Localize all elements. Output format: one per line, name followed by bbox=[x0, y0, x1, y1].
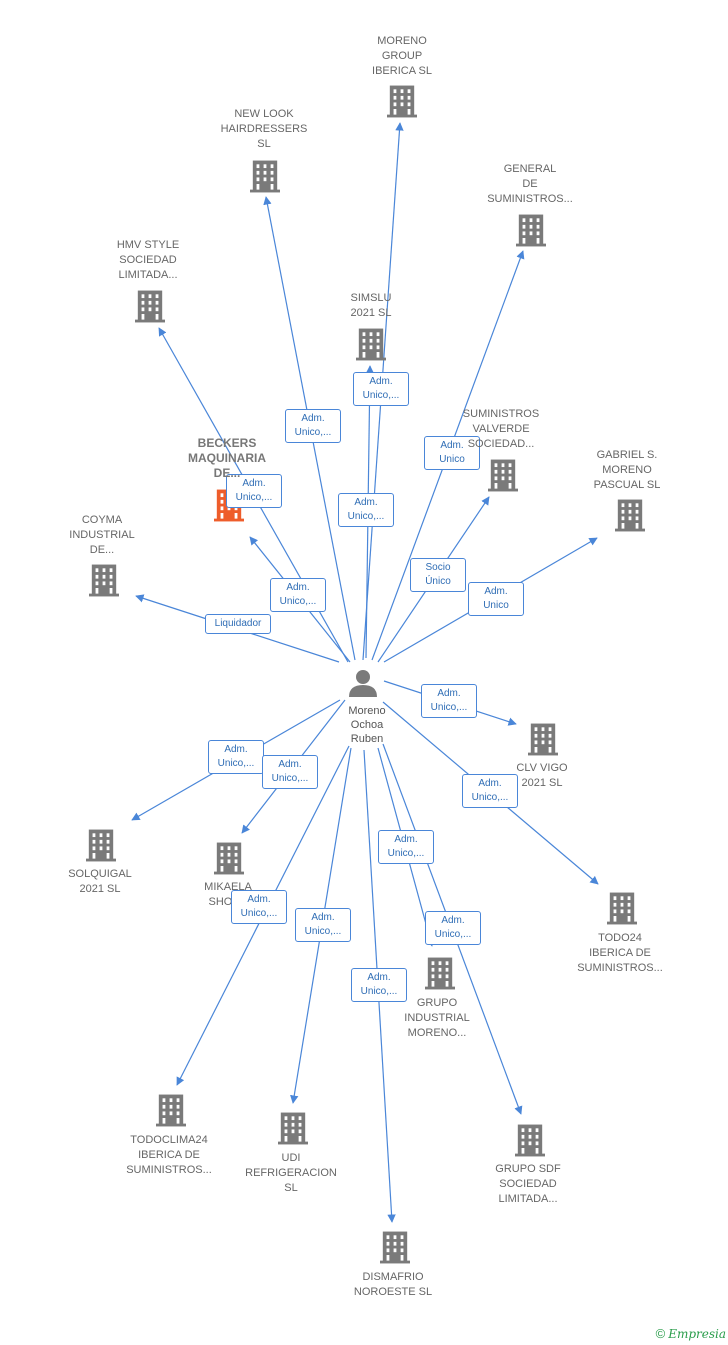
edge-label-mikaela[interactable]: Adm. Unico,... bbox=[262, 755, 318, 789]
building-icon[interactable] bbox=[488, 459, 518, 492]
edge-label-gabriel[interactable]: Adm. Unico bbox=[468, 582, 524, 616]
building-icon[interactable] bbox=[607, 892, 637, 925]
company-label-beckers[interactable]: BECKERS MAQUINARIA DE... bbox=[188, 436, 266, 480]
building-icon[interactable] bbox=[516, 214, 546, 247]
building-icon[interactable] bbox=[278, 1112, 308, 1145]
building-icon[interactable] bbox=[380, 1231, 410, 1264]
company-label-general-suministros[interactable]: GENERAL DE SUMINISTROS... bbox=[487, 163, 573, 205]
company-label-solquigal[interactable]: SOLQUIGAL 2021 SL bbox=[68, 868, 132, 895]
building-icon[interactable] bbox=[356, 328, 386, 361]
building-icon[interactable] bbox=[86, 829, 116, 862]
edge-label-dismafrio[interactable]: Adm. Unico,... bbox=[351, 968, 407, 1002]
edge-label-suministros-valverde[interactable]: Socio Único bbox=[410, 558, 466, 592]
company-label-grupo-industrial[interactable]: GRUPO INDUSTRIAL MORENO... bbox=[404, 997, 470, 1039]
person-name[interactable]: Moreno Ochoa Ruben bbox=[348, 705, 386, 745]
company-label-hmv-style[interactable]: HMV STYLE SOCIEDAD LIMITADA... bbox=[116, 239, 180, 281]
edge-label-todo24[interactable]: Adm. Unico,... bbox=[462, 774, 518, 808]
edge-label-general-suministros[interactable]: Adm. Unico bbox=[424, 436, 480, 470]
brand-logo[interactable]: Empresia bbox=[668, 1327, 726, 1341]
edge-label-hmv-style[interactable]: Adm. Unico,... bbox=[226, 474, 282, 508]
company-label-gabriel[interactable]: GABRIEL S. MORENO PASCUAL SL bbox=[593, 449, 661, 491]
building-icon[interactable] bbox=[214, 842, 244, 875]
copyright-icon: © bbox=[655, 1326, 666, 1341]
building-icon[interactable] bbox=[515, 1124, 545, 1157]
company-label-coyma[interactable]: COYMA INDUSTRIAL DE... bbox=[69, 514, 135, 556]
building-icon[interactable] bbox=[250, 160, 280, 193]
edge-label-clv-vigo[interactable]: Adm. Unico,... bbox=[421, 684, 477, 718]
building-icon[interactable] bbox=[387, 85, 417, 118]
company-label-todoclima[interactable]: TODOCLIMA24 IBERICA DE SUMINISTROS... bbox=[126, 1134, 212, 1176]
company-label-new-look[interactable]: NEW LOOK HAIRDRESSERS SL bbox=[220, 108, 308, 150]
edge-label-todoclima[interactable]: Adm. Unico,... bbox=[231, 890, 287, 924]
company-label-dismafrio[interactable]: DISMAFRIO NOROESTE SL bbox=[353, 1271, 433, 1298]
edge-label-moreno-group[interactable]: Adm. Unico,... bbox=[353, 372, 409, 406]
building-icon[interactable] bbox=[156, 1094, 186, 1127]
edge-label-grupo-industrial[interactable]: Adm. Unico,... bbox=[378, 830, 434, 864]
building-icon[interactable] bbox=[528, 723, 558, 756]
edge-label-solquigal[interactable]: Adm. Unico,... bbox=[208, 740, 264, 774]
edge-label-new-look[interactable]: Adm. Unico,... bbox=[285, 409, 341, 443]
company-label-suministros-valverde[interactable]: SUMINISTROS VALVERDE SOCIEDAD... bbox=[462, 408, 540, 450]
edge-label-simslu[interactable]: Adm. Unico,... bbox=[338, 493, 394, 527]
company-label-udi[interactable]: UDI REFRIGERACION SL bbox=[245, 1152, 337, 1194]
company-label-clv-vigo[interactable]: CLV VIGO 2021 SL bbox=[516, 762, 568, 789]
edge-label-beckers[interactable]: Adm. Unico,... bbox=[270, 578, 326, 612]
company-label-grupo-sdf[interactable]: GRUPO SDF SOCIEDAD LIMITADA... bbox=[495, 1163, 561, 1205]
edge-label-udi[interactable]: Adm. Unico,... bbox=[295, 908, 351, 942]
company-label-moreno-group[interactable]: MORENO GROUP IBERICA SL bbox=[372, 35, 432, 77]
footer-brand: ©Empresia bbox=[656, 1326, 726, 1341]
building-icon[interactable] bbox=[135, 290, 165, 323]
company-label-simslu[interactable]: SIMSLU 2021 SL bbox=[350, 292, 392, 319]
person-icon[interactable] bbox=[349, 670, 377, 697]
company-label-todo24[interactable]: TODO24 IBERICA DE SUMINISTROS... bbox=[577, 932, 663, 974]
edge-label-coyma[interactable]: Liquidador bbox=[205, 614, 271, 634]
building-icon[interactable] bbox=[425, 957, 455, 990]
building-icon[interactable] bbox=[615, 499, 645, 532]
edge-label-grupo-sdf[interactable]: Adm. Unico,... bbox=[425, 911, 481, 945]
building-icon[interactable] bbox=[89, 564, 119, 597]
